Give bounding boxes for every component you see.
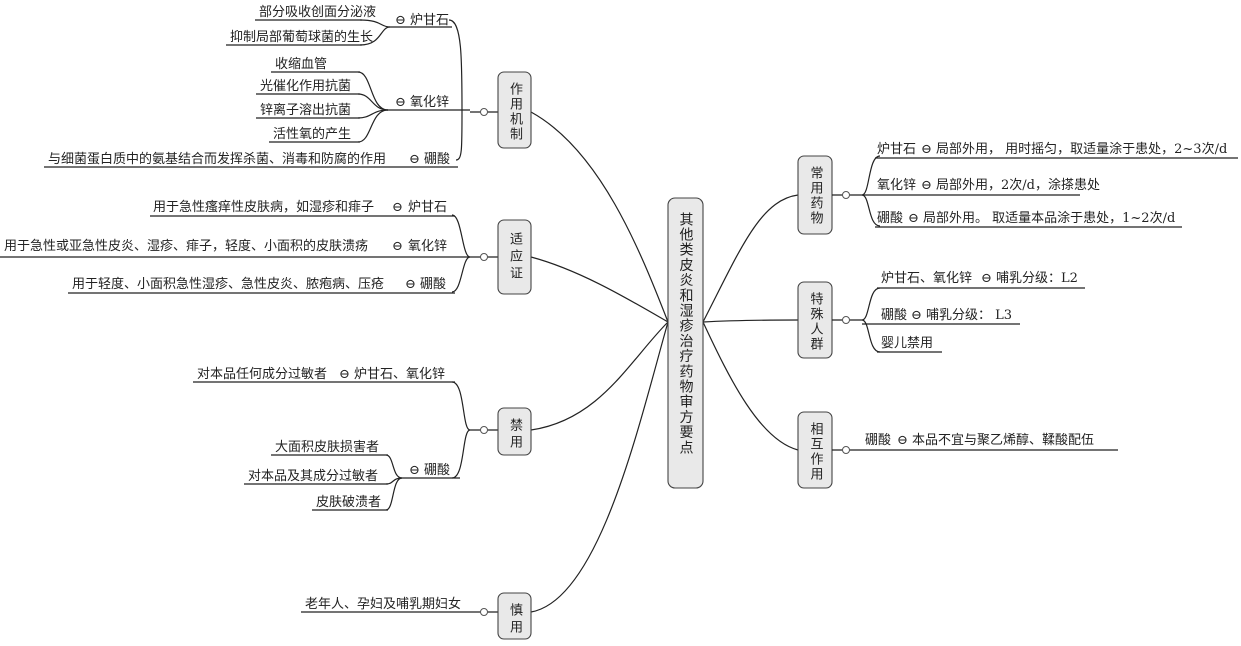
luganshi-label: 炉甘石 xyxy=(410,13,449,28)
usage-item-0-text: 局部外用， 用时摇匀，取适量涂于患处，2~3次/d xyxy=(936,141,1227,157)
collapse-icon[interactable]: ⊖ xyxy=(392,239,403,254)
handle-contra-icon[interactable] xyxy=(480,426,488,434)
usage-item-2-text: 局部外用。 取适量本品涂于患处，1~2次/d xyxy=(923,210,1175,226)
special-item-2-text: 婴儿禁用 xyxy=(881,336,933,351)
yanghuaxin-item-0: 收缩血管 xyxy=(275,56,327,72)
contra-pengsuan-item-0: 大面积皮肤损害者 xyxy=(275,439,379,455)
contra-pengsuan-label: 硼酸 xyxy=(424,463,450,478)
yanghuaxin-label: 氧化锌 xyxy=(410,95,449,110)
collapse-icon[interactable]: ⊖ xyxy=(409,463,420,478)
indication-item-2-text: 用于轻度、小面积急性湿疹、急性皮炎、脓疱病、压疮 xyxy=(72,276,384,292)
sub-pengsuan-mech[interactable]: 与细菌蛋白质中的氨基结合而发挥杀菌、消毒和防腐的作用 ⊖ 硼酸 xyxy=(44,151,458,168)
title-interaction: 相互作用 xyxy=(808,422,824,482)
branch-mechanism[interactable]: 作用机制 ⊖ 炉甘石 部分吸收创面分泌液 抑制局部葡萄球菌的生长 ⊖ 氧化锌 收… xyxy=(44,5,532,168)
sub-luganshi[interactable]: ⊖ 炉甘石 部分吸收创面分泌液 抑制局部葡萄球菌的生长 xyxy=(226,5,452,46)
pengsuan-mech-text: 与细菌蛋白质中的氨基结合而发挥杀菌、消毒和防腐的作用 xyxy=(48,151,386,167)
contra-first-text: 对本品任何成分过敏者 xyxy=(197,366,327,382)
pengsuan-mech-label: 硼酸 xyxy=(424,152,450,167)
indication-item-1-text: 用于急性或亚急性皮炎、湿疹、痱子，轻度、小面积的皮肤溃疡 xyxy=(4,238,368,254)
collapse-icon[interactable]: ⊖ xyxy=(395,13,406,28)
interaction-text: 本品不宜与聚乙烯醇、鞣酸配伍 xyxy=(912,432,1094,448)
handle-caution-icon[interactable] xyxy=(480,608,488,616)
collapse-icon[interactable]: ⊖ xyxy=(911,308,922,323)
center-node[interactable]: 其他类皮炎和湿疹治疗药物审方要点 xyxy=(667,197,704,489)
indication-item-1-drug: 氧化锌 xyxy=(408,239,447,254)
indication-item-0-drug: 炉甘石 xyxy=(408,200,447,215)
special-item-1-text: 哺乳分级： L3 xyxy=(926,308,1012,323)
caution-text: 老年人、孕妇及哺乳期妇女 xyxy=(305,596,461,612)
indication-item-0-text: 用于急性瘙痒性皮肤病，如湿疹和痱子 xyxy=(153,199,374,215)
branch-special[interactable]: 特殊人群 炉甘石、氧化锌 ⊖ 哺乳分级：L2 硼酸 ⊖ 哺乳分级： L3 婴儿禁… xyxy=(797,271,1085,359)
title-contra: 禁用 xyxy=(507,418,523,452)
title-caution: 慎用 xyxy=(507,603,523,637)
collapse-icon[interactable]: ⊖ xyxy=(908,211,919,226)
contra-pengsuan-item-2: 皮肤破溃者 xyxy=(316,495,381,510)
handle-indication-icon[interactable] xyxy=(480,253,488,261)
collapse-icon[interactable]: ⊖ xyxy=(405,277,416,292)
title-special: 特殊人群 xyxy=(808,292,824,352)
branch-indication[interactable]: 适应证 用于急性瘙痒性皮肤病，如湿疹和痱子 ⊖ 炉甘石 用于急性或亚急性皮炎、湿… xyxy=(0,199,532,295)
collapse-icon[interactable]: ⊖ xyxy=(392,200,403,215)
usage-item-2-drug: 硼酸 xyxy=(877,211,903,226)
center-connectors xyxy=(530,111,799,613)
branch-usage[interactable]: 常用药物 炉甘石 ⊖ 局部外用， 用时摇匀，取适量涂于患处，2~3次/d 氧化锌… xyxy=(797,141,1238,235)
special-item-1-drug: 硼酸 xyxy=(881,308,907,323)
indication-item-2-drug: 硼酸 xyxy=(420,277,446,292)
title-indication: 适应证 xyxy=(507,232,523,283)
handle-mechanism-icon[interactable] xyxy=(480,108,488,116)
collapse-icon[interactable]: ⊖ xyxy=(395,95,406,110)
title-usage: 常用药物 xyxy=(808,166,824,226)
special-item-0-text: 哺乳分级：L2 xyxy=(996,271,1078,286)
handle-interaction-icon[interactable] xyxy=(842,446,850,454)
contra-first-drug: 炉甘石、氧化锌 xyxy=(354,367,445,382)
special-item-0-drug: 炉甘石、氧化锌 xyxy=(881,271,972,286)
collapse-icon[interactable]: ⊖ xyxy=(921,178,932,193)
collapse-icon[interactable]: ⊖ xyxy=(339,367,350,382)
branch-contra[interactable]: 禁用 对本品任何成分过敏者 ⊖ 炉甘石、氧化锌 ⊖ 硼酸 大面积皮肤损害者 对本… xyxy=(193,366,532,511)
usage-item-1-text: 局部外用，2次/d，涂搽患处 xyxy=(936,177,1100,193)
usage-item-1-drug: 氧化锌 xyxy=(877,178,916,193)
yanghuaxin-item-2: 锌离子溶出抗菌 xyxy=(260,102,351,118)
collapse-icon[interactable]: ⊖ xyxy=(981,271,992,286)
interaction-drug: 硼酸 xyxy=(865,433,891,448)
usage-item-0-drug: 炉甘石 xyxy=(877,142,916,157)
handle-special-icon[interactable] xyxy=(842,316,850,324)
center-title: 其他类皮炎和湿疹治疗药物审方要点 xyxy=(678,212,694,455)
sub-yanghuaxin[interactable]: ⊖ 氧化锌 收缩血管 光催化作用抗菌 锌离子溶出抗菌 活性氧的产生 xyxy=(256,56,470,143)
title-mechanism: 作用机制 xyxy=(507,82,523,142)
luganshi-item-0: 部分吸收创面分泌液 xyxy=(259,5,376,20)
yanghuaxin-item-1: 光催化作用抗菌 xyxy=(260,79,351,94)
yanghuaxin-item-3: 活性氧的产生 xyxy=(273,126,351,142)
collapse-icon[interactable]: ⊖ xyxy=(409,152,420,167)
branch-caution[interactable]: 慎用 老年人、孕妇及哺乳期妇女 xyxy=(301,592,532,640)
luganshi-item-1: 抑制局部葡萄球菌的生长 xyxy=(230,29,373,45)
collapse-icon[interactable]: ⊖ xyxy=(897,433,908,448)
branch-interaction[interactable]: 相互作用 硼酸 ⊖ 本品不宜与聚乙烯醇、鞣酸配伍 xyxy=(797,411,1118,489)
handle-usage-icon[interactable] xyxy=(842,191,850,199)
contra-pengsuan-item-1: 对本品及其成分过敏者 xyxy=(248,469,378,484)
collapse-icon[interactable]: ⊖ xyxy=(921,142,932,157)
